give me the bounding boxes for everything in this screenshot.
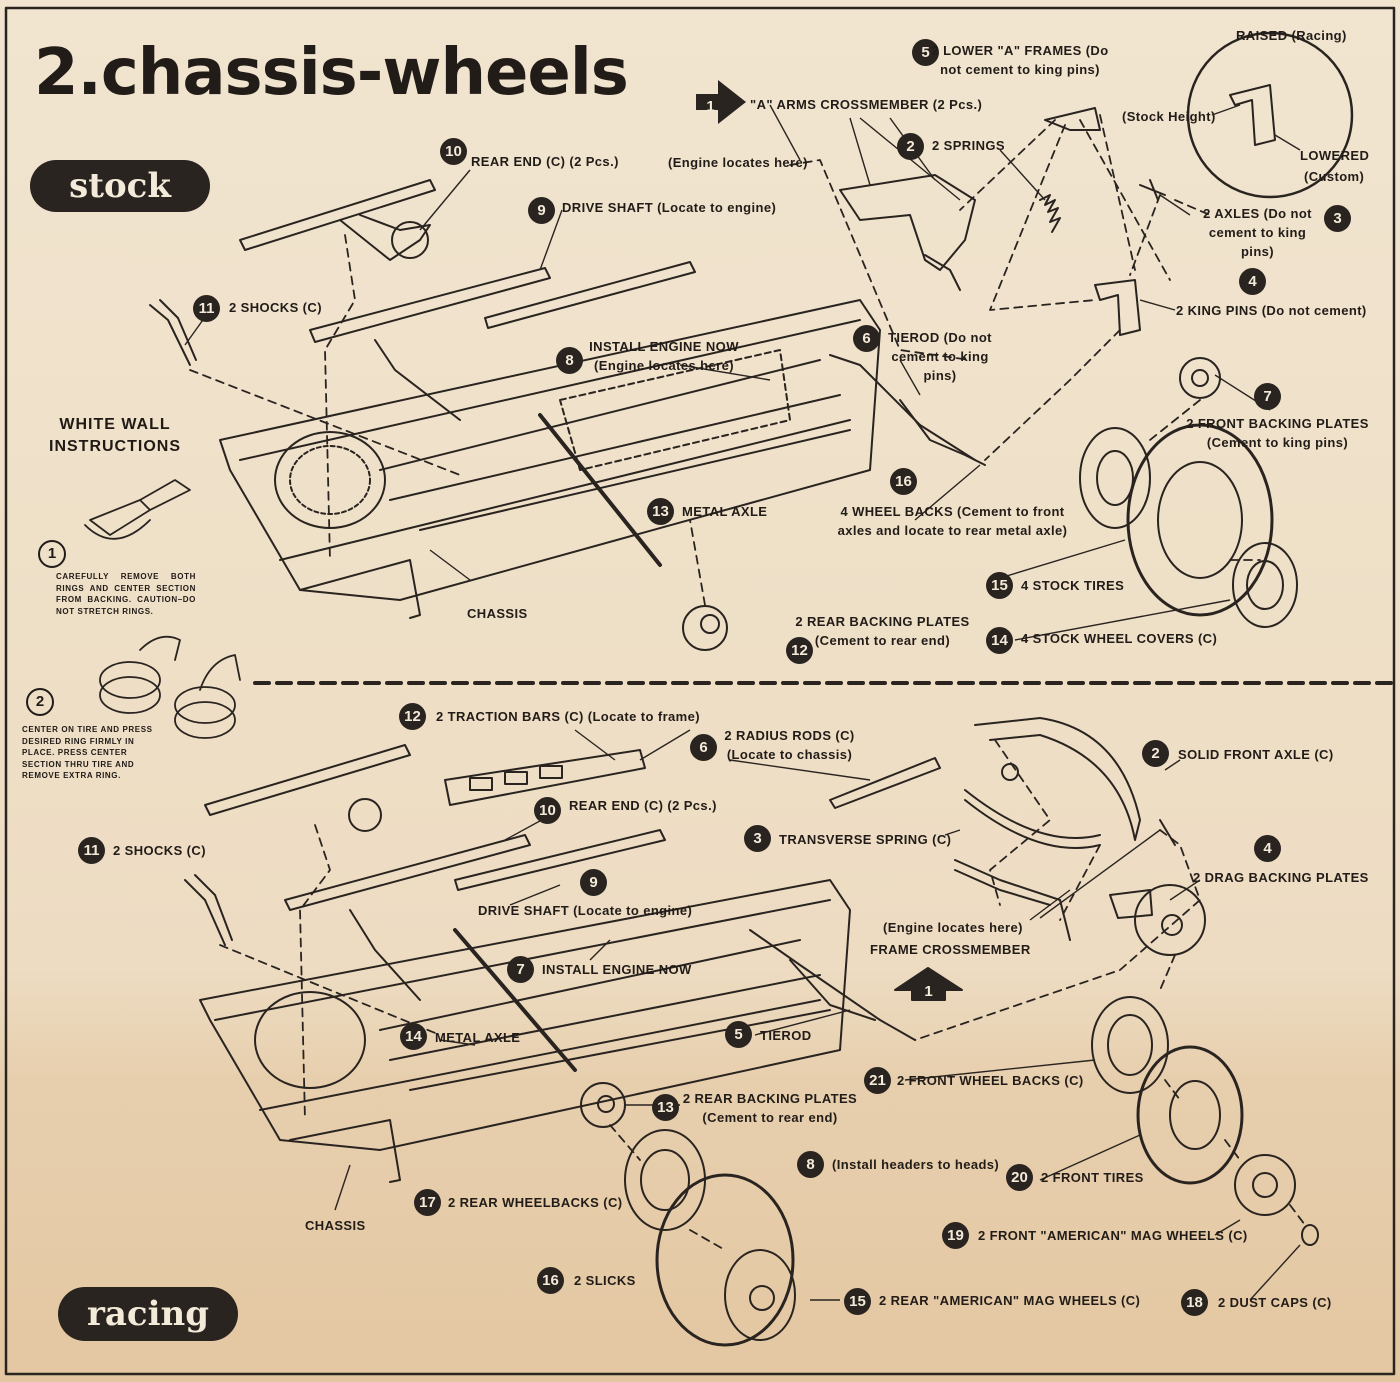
racing-callout-19-number: 19 [942,1222,969,1249]
white-wall-step-1-text: CAREFULLY REMOVE BOTH RINGS AND CENTER S… [56,572,196,616]
racing-callout-21-number: 21 [864,1067,891,1094]
stock-callout-13-number: 13 [647,498,674,525]
stock-callout-2-label: 2 SPRINGS [932,138,1005,153]
stock-callout-6-number: 6 [853,325,880,352]
white-wall-step-2-number: 2 [26,688,54,716]
stock-callout-10-label: REAR END (C) (2 Pcs.) [471,154,619,169]
racing-callout-19-label: 2 FRONT "AMERICAN" MAG WHEELS (C) [978,1228,1248,1243]
racing-callout-11-label: 2 SHOCKS (C) [113,843,206,858]
racing-callout-16-number: 16 [537,1267,564,1294]
racing-callout-13-number: 13 [652,1094,679,1121]
stock-callout-5-number: 5 [912,39,939,66]
stock-callout-15-label: 4 STOCK TIRES [1021,578,1125,593]
inset-custom-label: (Custom) [1304,169,1365,184]
stock-callout-8-label: INSTALL ENGINE NOW (Engine locates here) [589,339,739,373]
stock-callout-16-label: 4 WHEEL BACKS (Cement to front axles and… [837,504,1068,538]
stock-engine-locates-label: (Engine locates here) [668,155,808,170]
racing-callout-8-label: (Install headers to heads) [832,1157,1000,1172]
racing-callout-3-label: TRANSVERSE SPRING (C) [779,832,952,847]
stock-callout-12-number: 12 [786,637,813,664]
racing-callout-21-label: 2 FRONT WHEEL BACKS (C) [897,1073,1084,1088]
stock-callout-11-number: 11 [193,295,220,322]
stock-callout-1-number: 1 [706,98,715,115]
page-title: 2.chassis-wheels [34,36,629,110]
racing-callout-17-number: 17 [414,1189,441,1216]
racing-callout-6-number: 6 [690,734,717,761]
white-wall-step-2-text: CENTER ON TIRE AND PRESS DESIRED RING FI… [22,725,153,780]
racing-callout-15-number: 15 [844,1288,871,1315]
stock-callout-11-label: 2 SHOCKS (C) [229,300,322,315]
stock-callout-3-label: 2 AXLES (Do not cement to king pins) [1203,206,1312,259]
stock-chassis-label: CHASSIS [467,606,528,621]
stock-callout-6-label: TIEROD (Do not cement to king pins) [888,330,992,383]
racing-callout-11-number: 11 [78,837,105,864]
stock-chassis-drawing [149,31,1354,651]
racing-callout-20-label: 2 FRONT TIRES [1041,1170,1144,1185]
racing-callout-13-label: 2 REAR BACKING PLATES (Cement to rear en… [682,1091,858,1125]
stock-callout-8-number: 8 [556,347,583,374]
stock-callout-10-number: 10 [440,138,467,165]
white-wall-step-1-number: 1 [38,540,66,568]
racing-callout-5-number: 5 [725,1021,752,1048]
racing-callout-18-number: 18 [1181,1289,1208,1316]
racing-callout-5-label: TIEROD [760,1028,812,1043]
stock-callout-14-label: 4 STOCK WHEEL COVERS (C) [1021,631,1218,646]
racing-callout-12-label: 2 TRACTION BARS (C) (Locate to frame) [436,709,700,724]
racing-callout-14-number: 14 [400,1023,427,1050]
stock-callout-3-number: 3 [1324,205,1351,232]
racing-callout-1-number: 1 [924,983,933,1000]
stock-callout-15-number: 15 [986,572,1013,599]
stock-callout-1-label: "A" ARMS CROSSMEMBER (2 Pcs.) [750,97,983,112]
racing-callout-16-label: 2 SLICKS [574,1273,636,1288]
step-1-arrow-icon [696,80,746,124]
stock-callout-5-label: 2 LOWER "A" FRAMES (Do not cement to kin… [931,43,1109,77]
stock-callout-4-number: 4 [1239,268,1266,295]
stock-callout-7-number: 7 [1254,383,1281,410]
racing-callout-17-label: 2 REAR WHEELBACKS (C) [448,1195,623,1210]
stock-callout-9-number: 9 [528,197,555,224]
stock-callout-7-label: 2 FRONT BACKING PLATES (Cement to king p… [1186,416,1369,450]
stock-callout-12-label: 2 REAR BACKING PLATES (Cement to rear en… [795,614,970,648]
racing-callout-14-label: METAL AXLE [435,1030,521,1045]
racing-callout-2-number: 2 [1142,740,1169,767]
stock-callout-13-label: METAL AXLE [682,504,768,519]
racing-callout-10-label: REAR END (C) (2 Pcs.) [569,798,717,813]
racing-callout-9-number: 9 [580,869,607,896]
racing-chassis-label: CHASSIS [305,1218,366,1233]
stock-callout-2-number: 2 [897,133,924,160]
racing-callout-18-label: 2 DUST CAPS (C) [1218,1295,1332,1310]
racing-chassis-drawing [184,717,1319,1347]
racing-callout-12-number: 12 [399,703,426,730]
racing-callout-20-number: 20 [1006,1164,1033,1191]
stock-callout-9-label: DRIVE SHAFT (Locate to engine) [562,200,777,215]
racing-callout-4-number: 4 [1254,835,1281,862]
racing-callout-4-label: 2 DRAG BACKING PLATES [1193,870,1369,885]
stock-callout-14-number: 14 [986,627,1013,654]
racing-callout-6-label: 2 RADIUS RODS (C) (Locate to chassis) [724,728,855,762]
racing-section-badge: racing [58,1287,238,1341]
inset-raised-label: RAISED (Racing) [1236,28,1347,43]
racing-callout-7-label: INSTALL ENGINE NOW [542,962,692,977]
racing-callout-2-label: SOLID FRONT AXLE (C) [1178,747,1334,762]
racing-callout-3-number: 3 [744,825,771,852]
white-wall-heading: WHITE WALL INSTRUCTIONS [49,416,181,455]
racing-callout-7-number: 7 [507,956,534,983]
racing-callout-10-number: 10 [534,797,561,824]
stock-callout-16-number: 16 [890,468,917,495]
racing-callout-8-number: 8 [797,1151,824,1178]
racing-callout-9-label: DRIVE SHAFT (Locate to engine) [478,903,693,918]
racing-engine-locates-label: (Engine locates here) [883,920,1023,935]
inset-lowered-label: LOWERED [1300,148,1370,163]
stock-callout-4-label: 2 KING PINS (Do not cement) [1176,303,1367,318]
racing-callout-1-label: FRAME CROSSMEMBER [870,942,1031,957]
inset-stock-height-label: (Stock Height) [1122,109,1216,124]
racing-callout-15-label: 2 REAR "AMERICAN" MAG WHEELS (C) [879,1293,1141,1308]
stock-section-badge: stock [30,160,210,212]
